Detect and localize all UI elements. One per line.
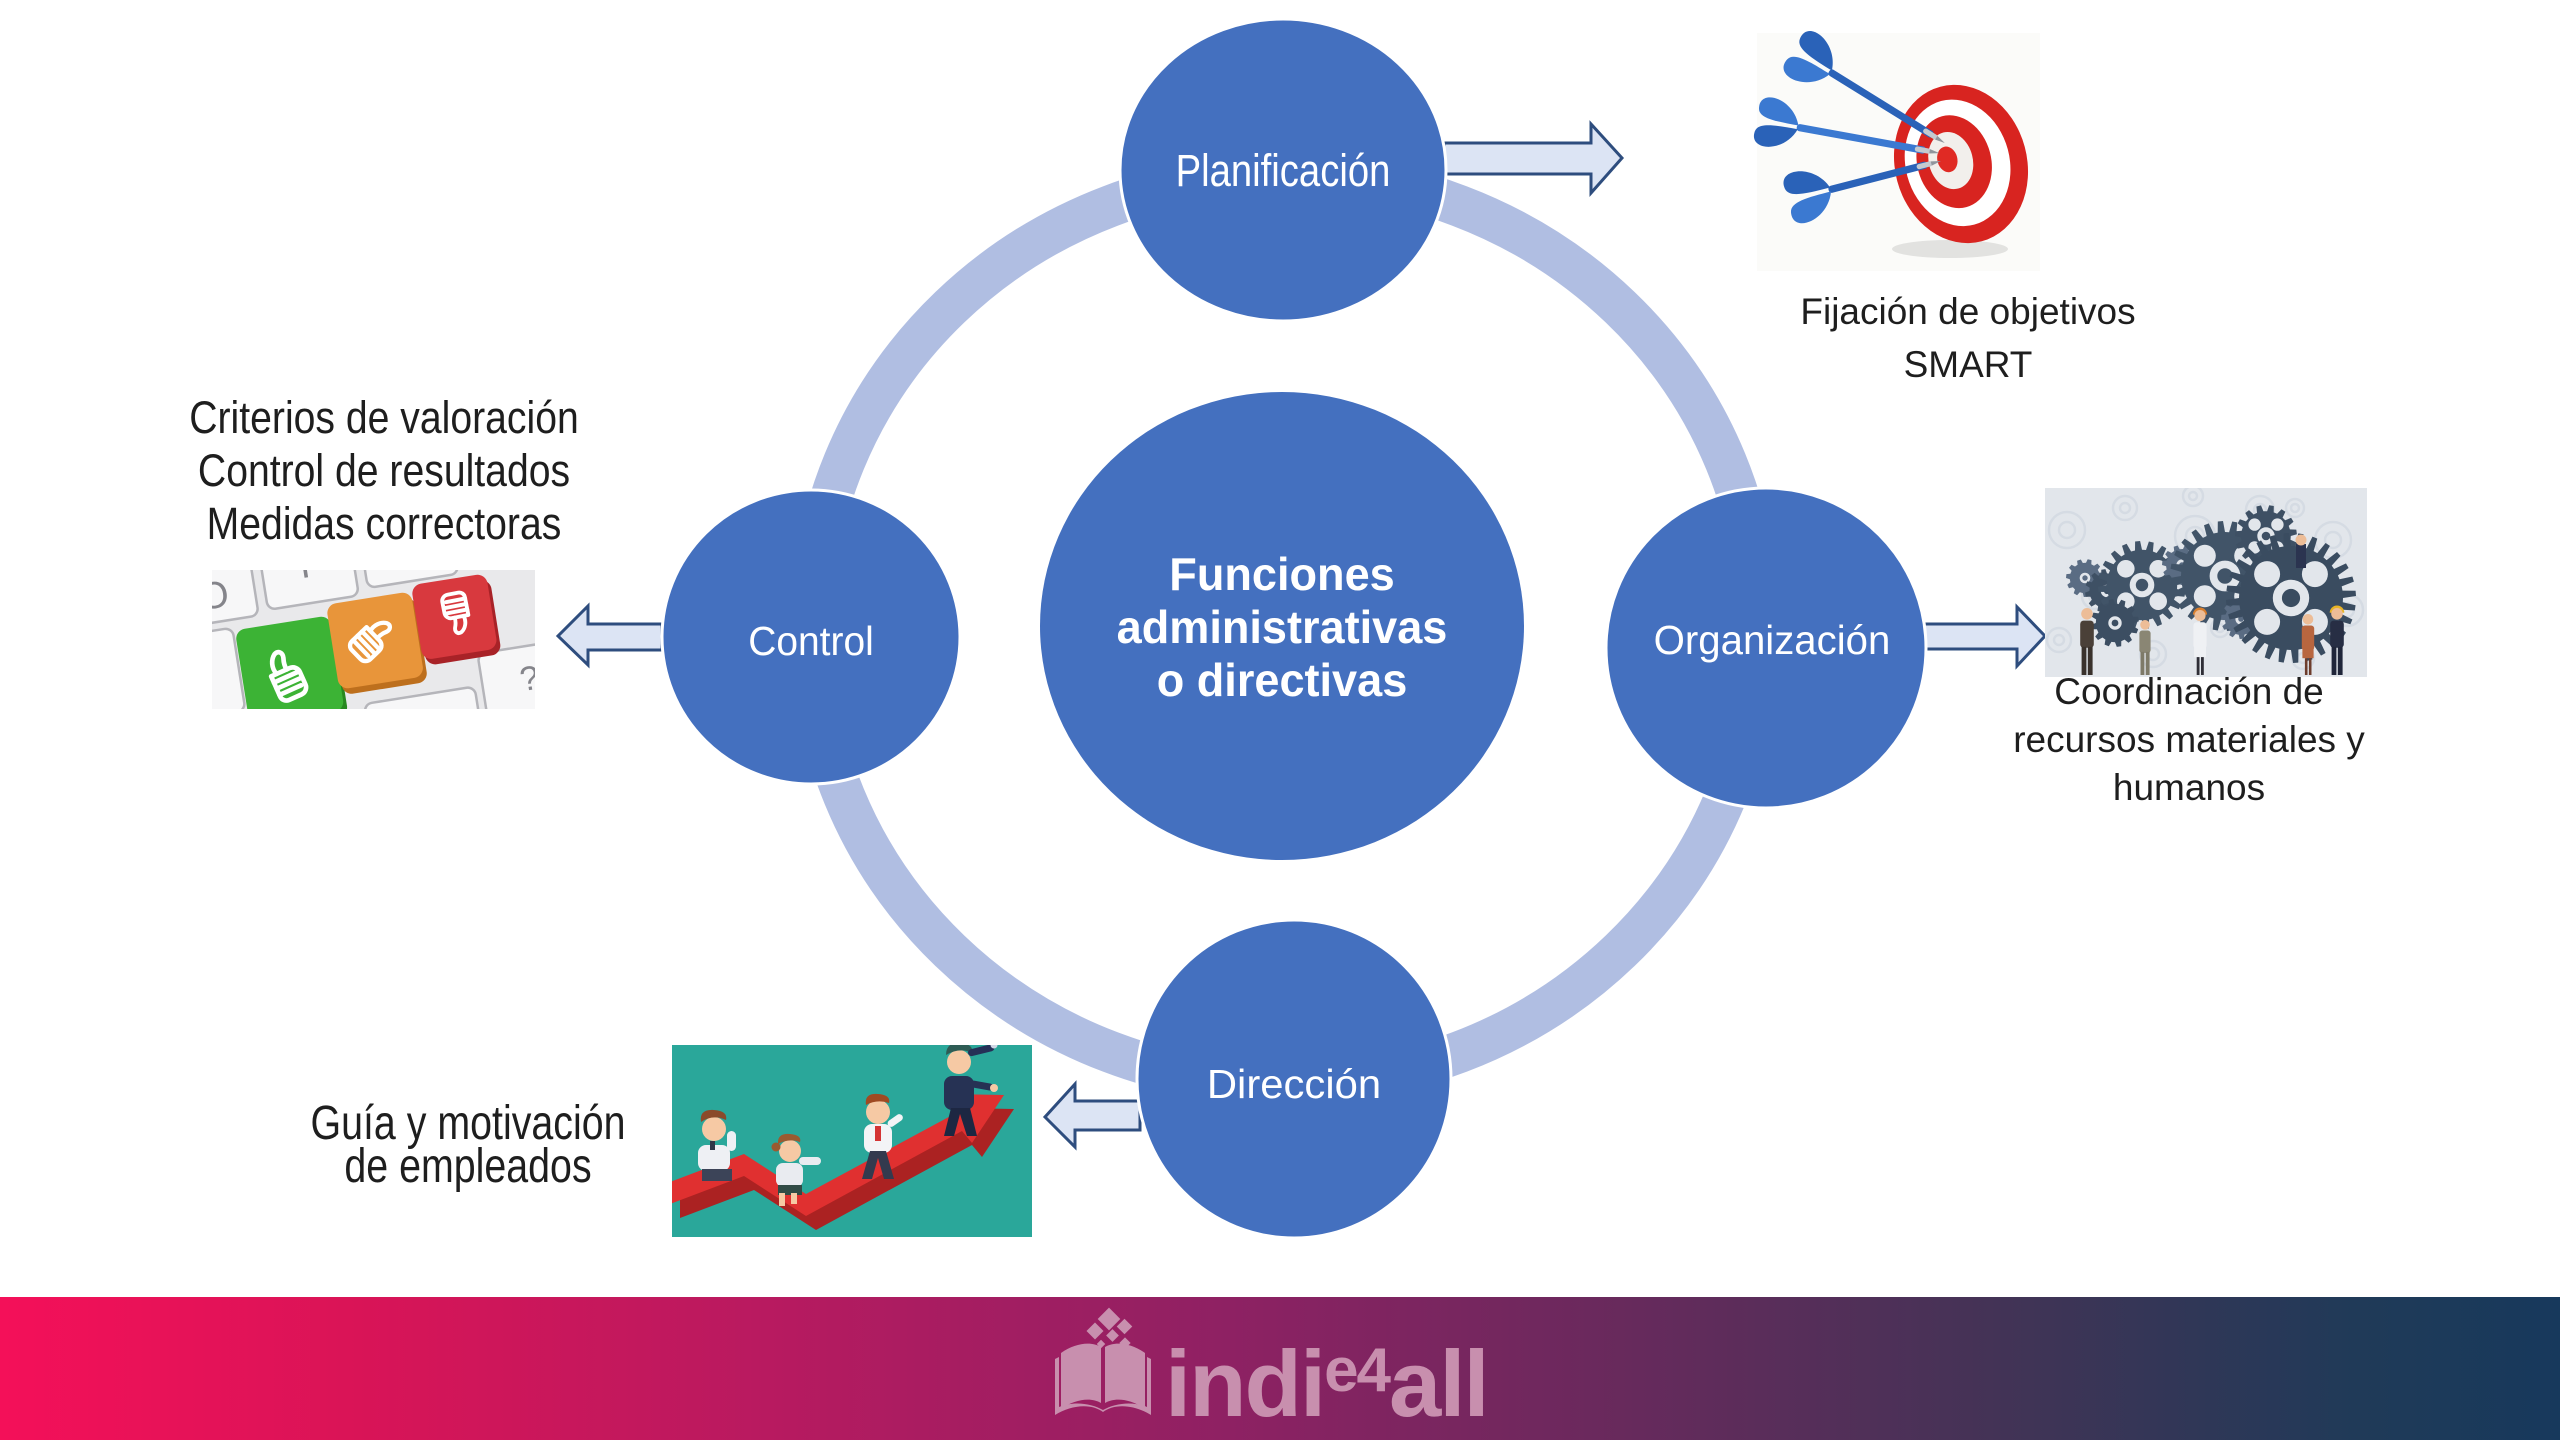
svg-text:indie4all: indie4all <box>1165 1331 1488 1436</box>
svg-text:P: P <box>296 542 328 587</box>
svg-text:?: ? <box>517 659 542 699</box>
svg-text:O: O <box>196 573 232 619</box>
